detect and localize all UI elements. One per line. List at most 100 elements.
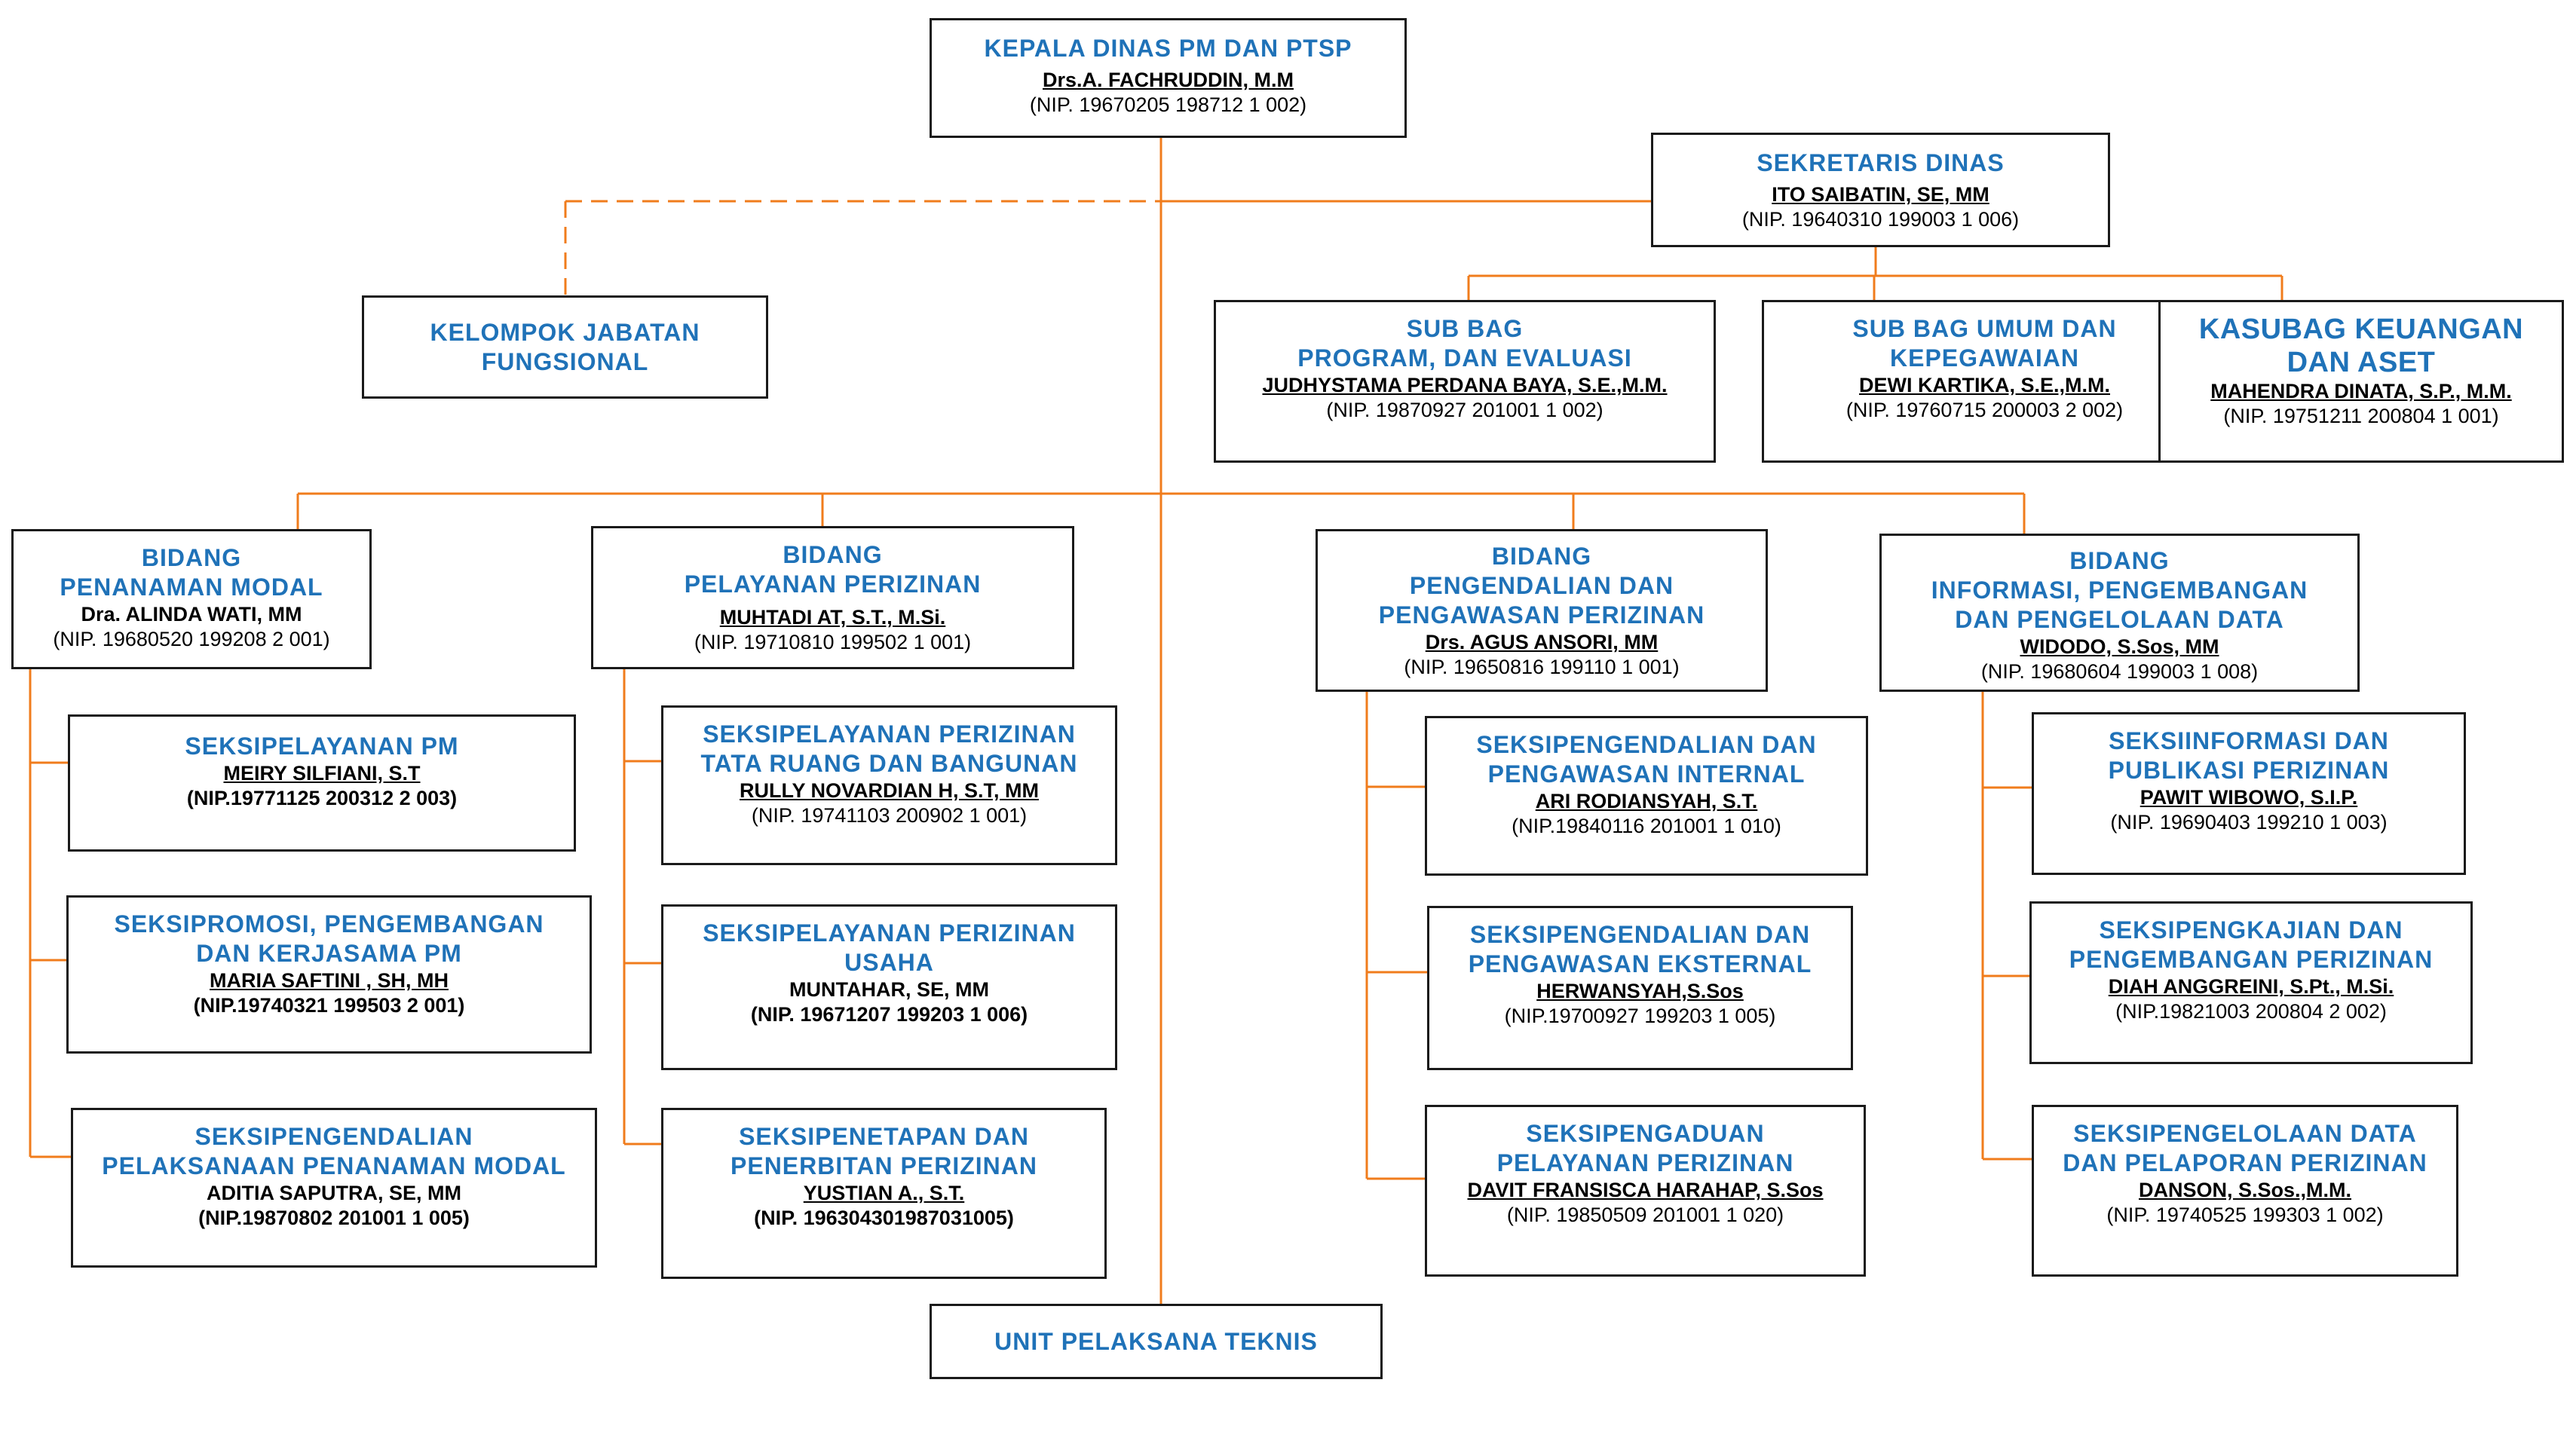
bidang-pwp-line2: PENGENDALIAN DAN xyxy=(1409,572,1674,599)
bidang-pwp-name: Drs. AGUS ANSORI, MM xyxy=(1425,631,1659,653)
secretary-title: SEKRETARIS DINAS xyxy=(1757,149,2005,176)
seksi-pp2-line2: USAHA xyxy=(844,949,934,976)
subbag-program-name: JUDHYSTAMA PERDANA BAYA, S.E.,M.M. xyxy=(1262,374,1668,396)
subbag-program-box: SUB BAG PROGRAM, DAN EVALUASI JUDHYSTAMA… xyxy=(1214,300,1716,463)
seksi-pp3-nip: (NIP. 196304301987031005) xyxy=(754,1207,1014,1229)
bidang-pm-box: BIDANG PENANAMAN MODAL Dra. ALINDA WATI,… xyxy=(11,529,372,669)
head-nip: (NIP. 19670205 198712 1 002) xyxy=(1029,93,1307,116)
seksi-pm2-box: SEKSIPROMOSI, PENGEMBANGAN DAN KERJASAMA… xyxy=(66,895,592,1054)
seksi-pwp1-nip: (NIP.19840116 201001 1 010) xyxy=(1512,815,1781,837)
subbag-umum-name: DEWI KARTIKA, S.E.,M.M. xyxy=(1859,374,2110,396)
seksi-pwp1-line1: SEKSIPENGENDALIAN DAN xyxy=(1476,731,1817,758)
secretary-nip: (NIP. 19640310 199003 1 006) xyxy=(1741,208,2020,231)
seksi-pp1-box: SEKSIPELAYANAN PERIZINAN TATA RUANG DAN … xyxy=(661,705,1117,865)
seksi-ipd3-line2: DAN PELAPORAN PERIZINAN xyxy=(2063,1149,2427,1176)
subbag-program-line1: SUB BAG xyxy=(1406,315,1524,342)
functional-group-line1: KELOMPOK JABATAN xyxy=(430,318,700,346)
seksi-pm1-box: SEKSIPELAYANAN PM MEIRY SILFIANI, S.T (N… xyxy=(68,714,576,852)
seksi-pm3-line2: PELAKSANAAN PENANAMAN MODAL xyxy=(102,1152,566,1179)
bidang-pp-line2: PELAYANAN PERIZINAN xyxy=(684,570,982,598)
bidang-ipd-nip: (NIP. 19680604 199003 1 008) xyxy=(1980,660,2259,683)
seksi-ipd1-nip: (NIP. 19690403 199210 1 003) xyxy=(2110,811,2388,834)
bidang-pp-nip: (NIP. 19710810 199502 1 001) xyxy=(694,631,972,653)
seksi-pwp3-line1: SEKSIPENGADUAN xyxy=(1526,1120,1765,1147)
subbag-program-nip: (NIP. 19870927 201001 1 002) xyxy=(1326,399,1603,421)
seksi-ipd1-box: SEKSIINFORMASI DAN PUBLIKASI PERIZINAN P… xyxy=(2032,712,2466,875)
secretary-box: SEKRETARIS DINAS ITO SAIBATIN, SE, MM (N… xyxy=(1651,133,2110,247)
seksi-ipd3-box: SEKSIPENGELOLAAN DATA DAN PELAPORAN PERI… xyxy=(2032,1105,2458,1277)
seksi-pp3-name: YUSTIAN A., S.T. xyxy=(803,1182,965,1204)
seksi-pm3-name: ADITIA SAPUTRA, SE, MM xyxy=(206,1182,461,1204)
seksi-ipd2-line2: PENGEMBANGAN PERIZINAN xyxy=(2069,946,2434,973)
seksi-ipd3-line1: SEKSIPENGELOLAAN DATA xyxy=(2073,1120,2417,1147)
subbag-umum-box: SUB BAG UMUM DAN KEPEGAWAIAN DEWI KARTIK… xyxy=(1762,300,2207,463)
subbag-keuangan-box: KASUBAG KEUANGAN DAN ASET MAHENDRA DINAT… xyxy=(2158,300,2564,463)
bidang-ipd-line1: BIDANG xyxy=(2069,547,2170,574)
seksi-pwp1-name: ARI RODIANSYAH, S.T. xyxy=(1535,790,1758,812)
seksi-pp2-line1: SEKSIPELAYANAN PERIZINAN xyxy=(703,919,1076,947)
seksi-ipd2-box: SEKSIPENGKAJIAN DAN PENGEMBANGAN PERIZIN… xyxy=(2029,901,2473,1064)
seksi-ipd2-line1: SEKSIPENGKAJIAN DAN xyxy=(2099,916,2403,944)
secretary-name: ITO SAIBATIN, SE, MM xyxy=(1772,183,1989,206)
seksi-pwp3-nip: (NIP. 19850509 201001 1 020) xyxy=(1506,1204,1784,1226)
seksi-pp3-line2: PENERBITAN PERIZINAN xyxy=(731,1152,1037,1179)
seksi-ipd1-line1: SEKSIINFORMASI DAN xyxy=(2109,727,2389,754)
seksi-pp2-name: MUNTAHAR, SE, MM xyxy=(789,978,989,1001)
seksi-pwp1-box: SEKSIPENGENDALIAN DAN PENGAWASAN INTERNA… xyxy=(1425,716,1868,876)
seksi-pp1-nip: (NIP. 19741103 200902 1 001) xyxy=(751,804,1028,827)
head-title: KEPALA DINAS PM DAN PTSP xyxy=(984,35,1352,62)
subbag-keuangan-name: MAHENDRA DINATA, S.P., M.M. xyxy=(2210,380,2512,402)
seksi-pm1-line1: SEKSIPELAYANAN PM xyxy=(185,733,459,760)
head-name: Drs.A. FACHRUDDIN, M.M xyxy=(1042,69,1294,91)
bidang-pp-name: MUHTADI AT, S.T., M.Si. xyxy=(719,606,946,629)
seksi-pm3-nip: (NIP.19870802 201001 1 005) xyxy=(198,1207,470,1229)
functional-group-line2: FUNGSIONAL xyxy=(481,347,649,375)
upt-box: UNIT PELAKSANA TEKNIS xyxy=(930,1304,1383,1379)
seksi-pm2-name: MARIA SAFTINI , SH, MH xyxy=(210,969,449,992)
subbag-keuangan-nip: (NIP. 19751211 200804 1 001) xyxy=(2223,405,2499,427)
subbag-program-line2: PROGRAM, DAN EVALUASI xyxy=(1297,344,1632,372)
seksi-pp3-line1: SEKSIPENETAPAN DAN xyxy=(739,1123,1029,1150)
seksi-pwp2-line2: PENGAWASAN EKSTERNAL xyxy=(1468,950,1812,977)
bidang-pwp-nip: (NIP. 19650816 199110 1 001) xyxy=(1404,656,1680,678)
seksi-pp1-name: RULLY NOVARDIAN H, S.T, MM xyxy=(739,779,1040,802)
seksi-pm2-nip: (NIP.19740321 199503 2 001) xyxy=(193,994,465,1017)
subbag-umum-nip: (NIP. 19760715 200003 2 002) xyxy=(1845,399,2124,421)
bidang-pwp-line1: BIDANG xyxy=(1491,543,1592,570)
bidang-pm-line2: PENANAMAN MODAL xyxy=(60,574,323,601)
seksi-pp3-box: SEKSIPENETAPAN DAN PENERBITAN PERIZINAN … xyxy=(661,1108,1107,1279)
seksi-pp2-nip: (NIP. 19671207 199203 1 006) xyxy=(750,1003,1028,1026)
subbag-umum-line2: KEPEGAWAIAN xyxy=(1889,344,2080,372)
bidang-pp-line1: BIDANG xyxy=(783,541,883,568)
seksi-pwp3-name: DAVIT FRANSISCA HARAHAP, S.Sos xyxy=(1467,1179,1824,1201)
seksi-pm1-name: MEIRY SILFIANI, S.T xyxy=(223,762,421,785)
bidang-pm-name: Dra. ALINDA WATI, MM xyxy=(81,603,302,626)
seksi-pwp2-box: SEKSIPENGENDALIAN DAN PENGAWASAN EKSTERN… xyxy=(1427,906,1853,1070)
bidang-ipd-box: BIDANG INFORMASI, PENGEMBANGAN DAN PENGE… xyxy=(1879,534,2360,692)
bidang-pm-nip: (NIP. 19680520 199208 2 001) xyxy=(53,628,330,650)
seksi-ipd1-line2: PUBLIKASI PERIZINAN xyxy=(2108,757,2390,784)
bidang-pp-box: BIDANG PELAYANAN PERIZINAN MUHTADI AT, S… xyxy=(591,526,1074,669)
bidang-pwp-line3: PENGAWASAN PERIZINAN xyxy=(1378,601,1705,629)
seksi-pp1-line2: TATA RUANG DAN BANGUNAN xyxy=(700,750,1078,777)
seksi-ipd3-nip: (NIP. 19740525 199303 1 002) xyxy=(2106,1204,2384,1226)
upt-title: UNIT PELAKSANA TEKNIS xyxy=(994,1327,1318,1355)
bidang-pm-line1: BIDANG xyxy=(141,544,242,571)
head-box: KEPALA DINAS PM DAN PTSP Drs.A. FACHRUDD… xyxy=(930,18,1407,138)
seksi-pp2-box: SEKSIPELAYANAN PERIZINAN USAHA MUNTAHAR,… xyxy=(661,904,1117,1070)
subbag-keuangan-line2: DAN ASET xyxy=(2287,347,2436,378)
seksi-pm3-box: SEKSIPENGENDALIAN PELAKSANAAN PENANAMAN … xyxy=(71,1108,597,1268)
bidang-ipd-name: WIDODO, S.Sos, MM xyxy=(2020,635,2219,658)
seksi-pwp3-line2: PELAYANAN PERIZINAN xyxy=(1496,1149,1794,1176)
functional-group-box: KELOMPOK JABATAN FUNGSIONAL xyxy=(362,295,768,399)
seksi-pm2-line1: SEKSIPROMOSI, PENGEMBANGAN xyxy=(114,910,544,938)
seksi-pwp3-box: SEKSIPENGADUAN PELAYANAN PERIZINAN DAVIT… xyxy=(1425,1105,1866,1277)
subbag-umum-line1: SUB BAG UMUM DAN xyxy=(1852,315,2117,342)
seksi-ipd2-nip: (NIP.19821003 200804 2 002) xyxy=(2115,1000,2387,1023)
bidang-pwp-box: BIDANG PENGENDALIAN DAN PENGAWASAN PERIZ… xyxy=(1316,529,1768,692)
seksi-pm3-line1: SEKSIPENGENDALIAN xyxy=(195,1123,473,1150)
seksi-pwp1-line2: PENGAWASAN INTERNAL xyxy=(1487,760,1806,788)
seksi-pwp2-name: HERWANSYAH,S.Sos xyxy=(1536,980,1744,1002)
